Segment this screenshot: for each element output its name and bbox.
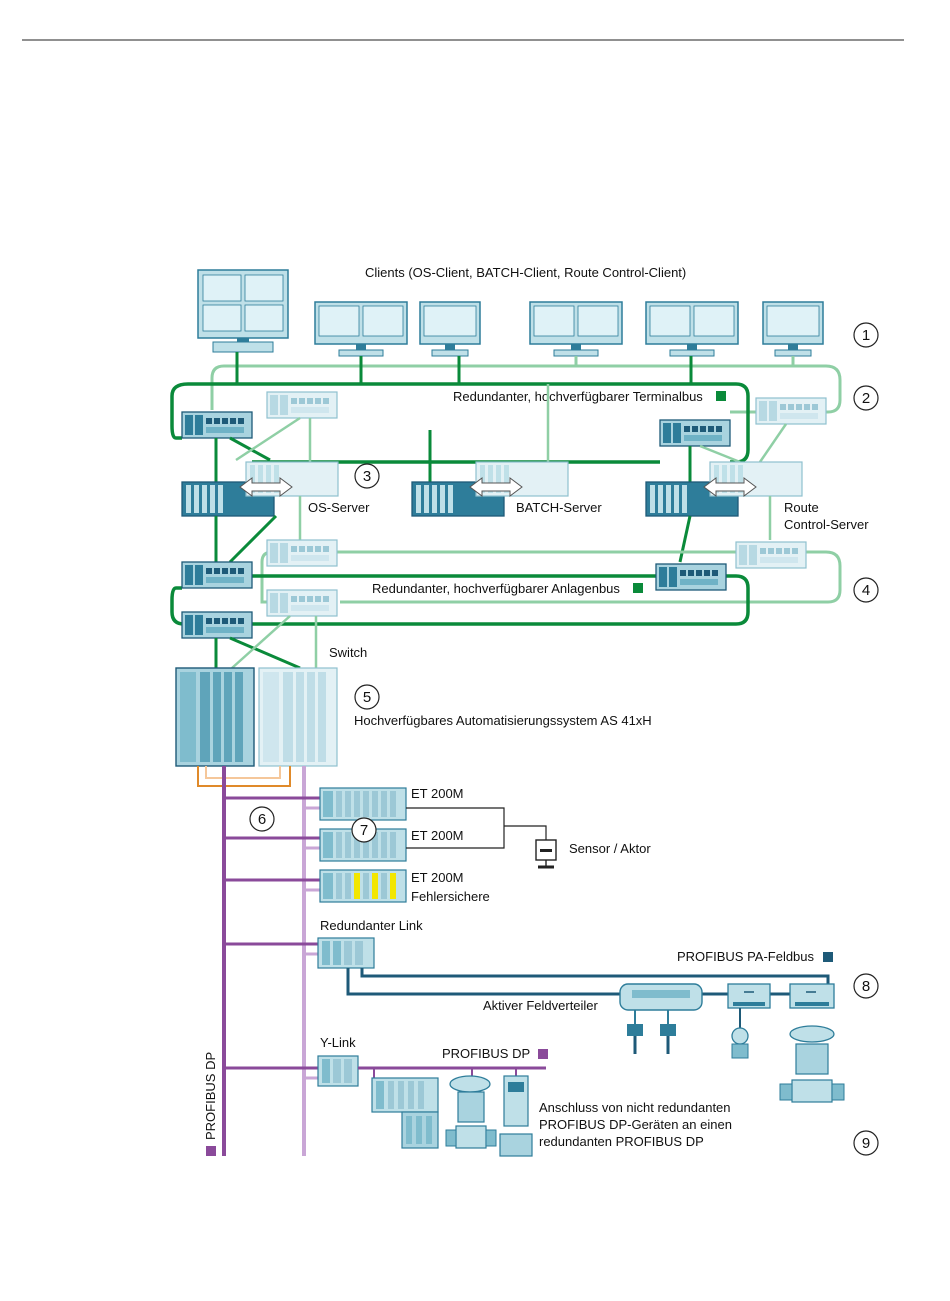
terminal-bus-light-ring	[210, 364, 842, 414]
terminal-bus-label: Redundanter, hochverfügbarer Terminalbus	[453, 389, 703, 404]
client-os-monitor	[419, 301, 481, 357]
plant-switch-upper-dark	[181, 561, 253, 589]
callout-7: 7	[351, 817, 377, 843]
plant-switch-upper-light	[266, 539, 338, 567]
terminal-switch-left-dark	[181, 411, 253, 439]
profibus-dp-top-label: PROFIBUS DP	[442, 1046, 530, 1061]
route-server-label-line1: Route	[784, 500, 819, 515]
nonredundant-drive	[499, 1068, 533, 1157]
svg-text:9: 9	[862, 1135, 870, 1152]
terminal-switch-right-light	[755, 397, 827, 425]
pa-bus-line-lower	[346, 968, 790, 996]
pa-coupler-1	[727, 983, 771, 1059]
client-route-monitor	[762, 301, 824, 357]
et200m-label-1: ET 200M	[411, 786, 464, 801]
client-os-dual-monitor	[314, 301, 408, 357]
client-drop-lines-light	[574, 356, 795, 366]
svg-text:8: 8	[862, 978, 870, 995]
sensor-wiring	[406, 807, 547, 849]
callout-8: 8	[853, 973, 879, 999]
batch-server-label: BATCH-Server	[516, 500, 602, 515]
terminal-switch-left-light	[266, 391, 338, 419]
client-multi-monitor	[197, 269, 289, 353]
clients-label: Clients (OS-Client, BATCH-Client, Route …	[365, 265, 686, 280]
et200m-label-3: ET 200M	[411, 870, 464, 885]
svg-text:2: 2	[862, 390, 870, 407]
et200m-label-2: ET 200M	[411, 828, 464, 843]
redundant-link-label: Redundanter Link	[320, 918, 423, 933]
client-batch-dual-monitor	[529, 301, 623, 357]
svg-text:4: 4	[862, 582, 870, 599]
note-line-1: Anschluss von nicht redundanten	[539, 1100, 731, 1115]
client-drop-lines	[235, 352, 693, 384]
callout-1: 1	[853, 322, 879, 348]
profibus-dp-branches	[224, 796, 320, 1070]
svg-text:5: 5	[363, 689, 371, 706]
svg-text:6: 6	[258, 811, 266, 828]
server-plant-links-dark	[214, 514, 692, 564]
callout-4: 4	[853, 577, 879, 603]
profibus-dp-branches-light	[304, 806, 320, 1080]
server-terminal-links-dark	[214, 430, 692, 484]
pa-bus-line-upper	[360, 968, 830, 984]
pa-bus-legend-swatch	[823, 952, 833, 962]
sync-link-outer	[197, 766, 291, 787]
callout-5: 5	[354, 684, 380, 710]
svg-text:7: 7	[360, 822, 368, 839]
plant-bus-label: Redundanter, hochverfügbarer Anlagenbus	[372, 581, 620, 596]
failsafe-label: Fehlersichere	[411, 889, 490, 904]
as-system-label: Hochverfügbares Automatisierungssystem A…	[354, 713, 652, 728]
plant-switch-right-dark	[655, 563, 727, 591]
switch-label: Switch	[329, 645, 367, 660]
callout-2: 2	[853, 385, 879, 411]
plant-bus-legend-swatch	[633, 583, 643, 593]
svg-text:3: 3	[363, 468, 371, 485]
automation-system-as41xh	[175, 667, 338, 767]
redundant-link-device	[317, 937, 375, 969]
note-line-3: redundanten PROFIBUS DP	[539, 1134, 704, 1149]
pa-coupler-2-valve	[779, 983, 845, 1103]
active-field-distributor	[619, 983, 703, 1054]
server-plant-links-light	[298, 496, 772, 540]
terminal-switch-right-dark	[659, 419, 731, 447]
os-server-label: OS-Server	[308, 500, 370, 515]
et200m-failsafe-rack	[319, 869, 407, 903]
client-route-dual-monitor	[645, 301, 739, 357]
plant-bus-light-ring	[260, 550, 842, 604]
et200m-rack-1	[319, 787, 407, 821]
profibus-dp-legend-swatch	[538, 1049, 548, 1059]
callout-9: 9	[853, 1130, 879, 1156]
nonredundant-valve	[445, 1068, 497, 1149]
profibus-dp-vertical-label: PROFIBUS DP	[203, 1052, 218, 1140]
as-plant-links-dark	[214, 636, 301, 670]
profibus-dp-legend-swatch-vertical	[206, 1146, 216, 1156]
route-control-server-pair	[645, 461, 803, 517]
route-server-label-line2: Control-Server	[784, 517, 869, 532]
terminal-bus-legend-swatch	[716, 391, 726, 401]
plant-switch-lower-light	[266, 589, 338, 617]
y-link-device	[317, 1055, 359, 1087]
y-link-label: Y-Link	[320, 1035, 356, 1050]
plant-bus-dark-ring	[170, 574, 750, 626]
sensor-actuator-icon	[535, 839, 557, 869]
callout-6: 6	[249, 806, 275, 832]
pa-bus-label: PROFIBUS PA-Feldbus	[677, 949, 815, 964]
server-terminal-links-light	[235, 384, 788, 464]
plant-switch-lower-dark	[181, 611, 253, 639]
as-plant-links-light	[231, 615, 318, 669]
callout-3: 3	[354, 463, 380, 489]
sensor-label: Sensor / Aktor	[569, 841, 651, 856]
svg-text:1: 1	[862, 327, 870, 344]
nonredundant-io-device	[371, 1068, 439, 1149]
active-distributor-label: Aktiver Feldverteiler	[483, 998, 599, 1013]
plant-switch-right-light	[735, 541, 807, 569]
note-line-2: PROFIBUS DP-Geräten an einen	[539, 1117, 732, 1132]
sync-link-inner	[205, 766, 281, 779]
